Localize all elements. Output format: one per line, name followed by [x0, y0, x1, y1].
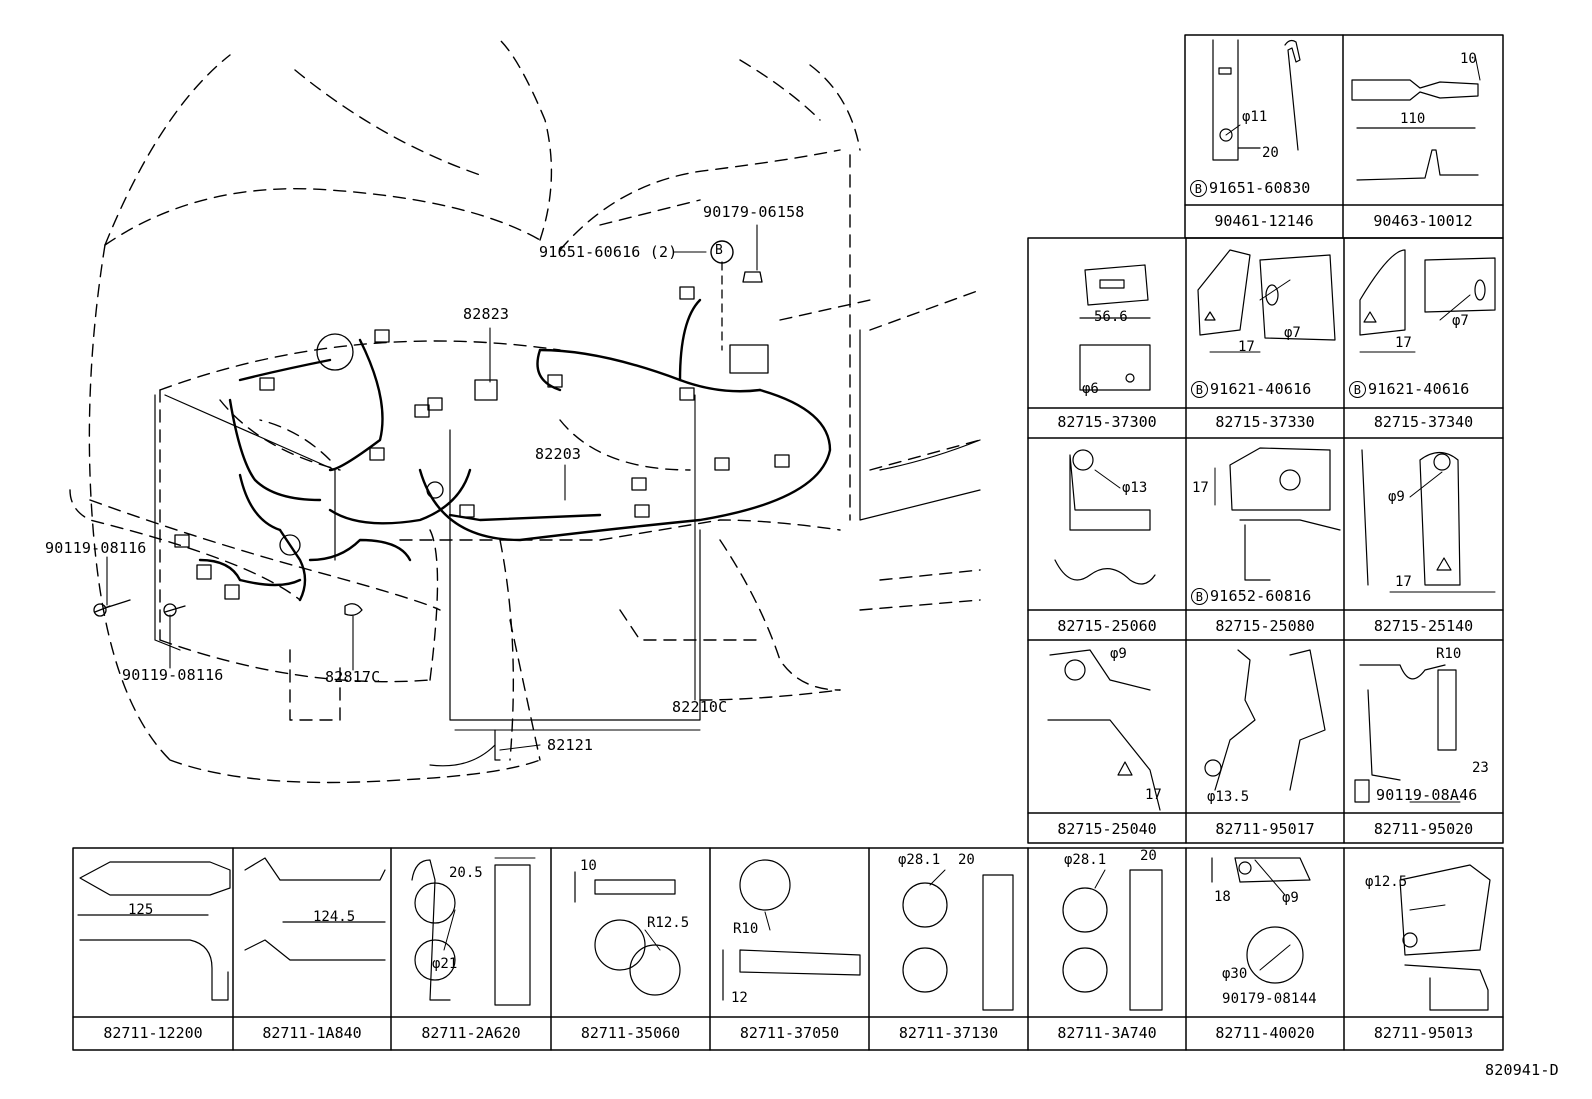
cell-82711-95013-part: 82711-95013	[1373, 1024, 1474, 1042]
callout-82210c: 82210C	[672, 698, 728, 716]
cell-82715-25040-dim2: 17	[1145, 787, 1162, 803]
cell-82715-37300-dim2: φ6	[1082, 381, 1099, 397]
dim-leaders	[444, 55, 1495, 970]
cell-82711-40020-dim1: 18	[1214, 889, 1231, 905]
cell-82711-37050-part: 82711-37050	[739, 1024, 840, 1042]
cell-90461-12146-dim1: φ11	[1242, 109, 1268, 125]
ref-b-mark: B	[1349, 381, 1366, 398]
cell-82715-25080-part: 82715-25080	[1215, 617, 1315, 635]
cell-82711-37130-dim2: 20	[958, 852, 975, 868]
cell-82711-37130-dim1: φ28.1	[898, 852, 941, 868]
wire-harness	[200, 300, 830, 600]
cell-90461-12146-part: 90461-12146	[1214, 212, 1314, 230]
cell-82715-25040-part: 82715-25040	[1057, 820, 1157, 838]
cell-82711-95020-part: 82711-95020	[1373, 820, 1474, 838]
cell-82715-37330-dim1: 17	[1238, 339, 1255, 355]
ref-b-circle	[711, 241, 733, 263]
callout-90179-06158: 90179-06158	[703, 203, 805, 221]
callout-90119-08116-a: 90119-08116	[45, 539, 147, 557]
cell-82715-37340-dim1: 17	[1395, 335, 1412, 351]
callout-82817c: 82817C	[325, 668, 381, 686]
vehicle-outline	[70, 40, 980, 783]
cell-90461-12146-dim2: 20	[1262, 145, 1279, 161]
cell-90463-10012-part: 90463-10012	[1373, 212, 1473, 230]
cell-82715-25040-dim1: φ9	[1110, 646, 1127, 662]
cell-82715-25060-dim1: φ13	[1122, 480, 1148, 496]
cell-82711-3a740-dim2: 20	[1140, 848, 1157, 864]
cell-82711-37050-dim1: R10	[733, 921, 759, 937]
cell-90463-10012-dim2: 110	[1400, 111, 1426, 127]
figure-id: 820941-D	[1485, 1061, 1559, 1079]
cell-82711-95020-dim2: 23	[1472, 760, 1489, 776]
cell-82711-2a620-dim1: 20.5	[449, 865, 483, 881]
callout-90119-08116-b: 90119-08116	[122, 666, 224, 684]
cell-82711-3a740-part: 82711-3A740	[1057, 1024, 1157, 1042]
sub-part-91651-60830: 91651-60830	[1209, 179, 1311, 197]
grid-frames	[73, 35, 1503, 1050]
cell-82715-25140-part: 82715-25140	[1373, 617, 1474, 635]
cell-82715-37340-part: 82715-37340	[1373, 413, 1474, 431]
ref-b-mark: B	[1190, 180, 1207, 197]
cell-82715-37300-part: 82715-37300	[1057, 413, 1157, 431]
leader-lines	[107, 225, 757, 750]
cell-82715-25140-dim2: 17	[1395, 574, 1412, 590]
cell-82715-37330-dim2: φ7	[1284, 325, 1301, 341]
callout-82823: 82823	[463, 305, 510, 323]
bolts	[94, 272, 762, 616]
cell-82711-2a620-dim2: φ21	[432, 956, 458, 972]
cell-82711-95020-sub: 90119-08A46	[1376, 786, 1478, 804]
cell-drawings	[78, 40, 1495, 1010]
cell-82711-12200-part: 82711-12200	[103, 1024, 203, 1042]
sub-part-91621-40616: 91621-40616	[1368, 380, 1470, 398]
cell-82711-35060-part: 82711-35060	[580, 1024, 681, 1042]
sub-part-91652-60816: 91652-60816	[1210, 587, 1312, 605]
cell-82711-35060-dim2: R12.5	[647, 915, 690, 931]
cell-82715-37300-dim1: 56.6	[1094, 309, 1128, 325]
cell-82711-40020-sub: 90179-08144	[1222, 991, 1317, 1007]
sub-part-91621-40616: 91621-40616	[1210, 380, 1312, 398]
callout-91651-60616: 91651-60616 (2)	[539, 243, 678, 261]
cell-82715-37340-dim2: φ7	[1452, 313, 1469, 329]
callout-ref-b: B	[715, 243, 724, 258]
cell-90463-10012-dim1: 10	[1460, 51, 1477, 67]
cell-82711-12200-dim1: 125	[128, 902, 154, 918]
cell-82715-25140-dim1: φ9	[1388, 489, 1405, 505]
cell-82711-1a840-dim1: 124.5	[313, 909, 356, 925]
cell-82711-95013-dim1: φ12.5	[1365, 874, 1408, 890]
cell-82711-40020-part: 82711-40020	[1215, 1024, 1315, 1042]
cell-82711-1a840-part: 82711-1A840	[262, 1024, 362, 1042]
cell-82711-40020-dim3: φ30	[1222, 966, 1248, 982]
cell-82711-2a620-part: 82711-2A620	[421, 1024, 521, 1042]
cell-82711-37050-dim2: 12	[731, 990, 748, 1006]
ref-b-mark: B	[1191, 381, 1208, 398]
ref-b-mark: B	[1191, 588, 1208, 605]
cell-82715-37330-part: 82715-37330	[1215, 413, 1315, 431]
cell-82715-25080-dim1: 17	[1192, 480, 1209, 496]
callout-82203: 82203	[535, 445, 582, 463]
cell-82715-25060-part: 82715-25060	[1057, 617, 1157, 635]
cell-82711-3a740-dim1: φ28.1	[1064, 852, 1107, 868]
cell-82711-95020-dim1: R10	[1436, 646, 1462, 662]
connectors	[175, 287, 789, 599]
cell-82711-95017-part: 82711-95017	[1215, 820, 1315, 838]
cell-82711-35060-dim1: 10	[580, 858, 597, 874]
cell-82711-40020-dim2: φ9	[1282, 890, 1299, 906]
cell-82711-95017-dim1: φ13.5	[1207, 789, 1250, 805]
cell-82711-37130-part: 82711-37130	[898, 1024, 999, 1042]
callout-82121: 82121	[547, 736, 594, 754]
engine-outline	[155, 330, 980, 766]
